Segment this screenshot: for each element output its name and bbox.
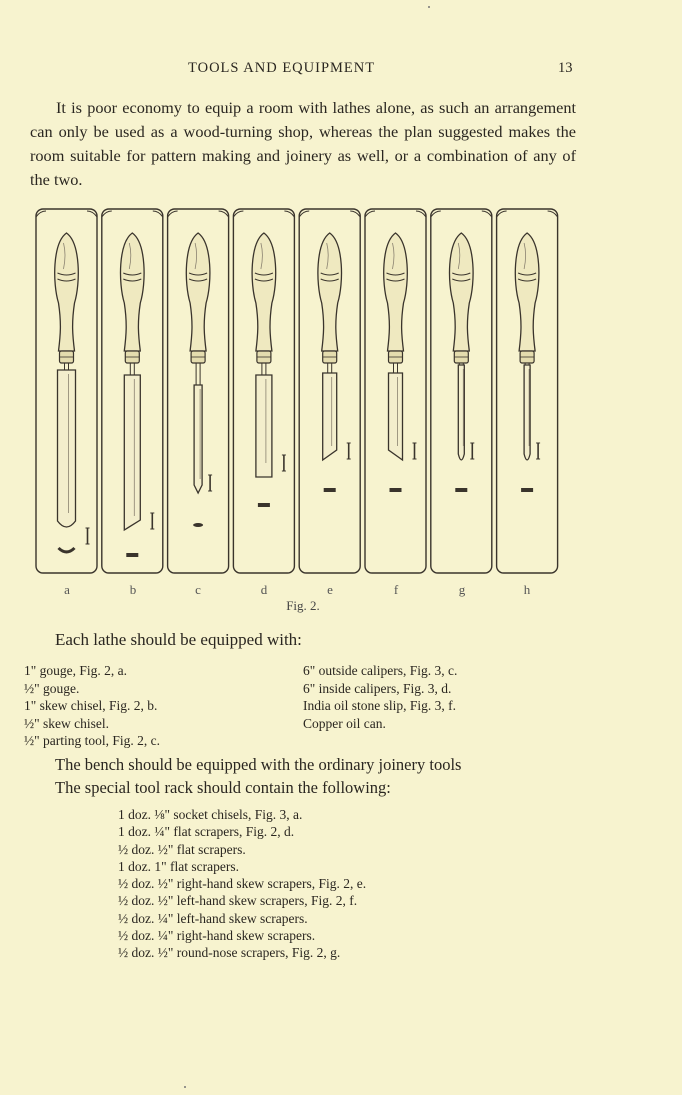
- tool-panel-b: [101, 208, 164, 574]
- figure-letter-g: g: [458, 582, 466, 597]
- page-number: 13: [558, 60, 573, 76]
- list-item: 1 doz. 1" flat scrapers.: [118, 858, 239, 874]
- list-item: ½ doz. ½" round-nose scrapers, Fig. 2, g…: [118, 945, 341, 961]
- list-item: ½" skew chisel.: [24, 715, 109, 731]
- bench-line-2: The special tool rack should contain the…: [55, 778, 391, 797]
- list-item: ½" parting tool, Fig. 2, c.: [24, 733, 161, 748]
- tool-panel-d: [232, 208, 296, 574]
- list-item: ½" gouge.: [24, 680, 80, 696]
- figure-letter-b: b: [129, 582, 137, 597]
- intro-paragraph: It is poor economy to equip a room with …: [30, 96, 576, 192]
- list-item: 6" outside calipers, Fig. 3, c.: [303, 663, 458, 678]
- list-item: India oil stone slip, Fig. 3, f.: [303, 698, 456, 713]
- figure-letter-h: h: [523, 582, 531, 597]
- page-header: TOOLS AND EQUIPMENT 13: [0, 60, 682, 80]
- tool-panel-f: [364, 208, 427, 574]
- figure-2-illustration: [33, 205, 573, 585]
- bench-paragraph: The bench should be equipped with the or…: [55, 753, 461, 799]
- tool-panel-e: [298, 208, 361, 574]
- lathe-equipment-heading: Each lathe should be equipped with:: [55, 630, 302, 649]
- lathe-list-left: 1" gouge, Fig. 2, a. ½" gouge. 1" skew c…: [24, 662, 160, 750]
- tool-panel-g: [430, 208, 493, 574]
- figure-letter-c: c: [195, 582, 201, 597]
- print-speck-top: [428, 6, 430, 8]
- figure-caption: Fig. 2.: [286, 598, 320, 613]
- list-item: 1 doz. ¼" flat scrapers, Fig. 2, d.: [118, 824, 295, 840]
- print-speck-bottom: [184, 1086, 186, 1088]
- list-item: 1" skew chisel, Fig. 2, b.: [24, 698, 158, 713]
- figure-letter-f: f: [393, 582, 399, 597]
- list-item: 1" gouge, Fig. 2, a.: [24, 663, 128, 678]
- tool-panel-c: [166, 208, 230, 574]
- intro-text: It is poor economy to equip a room with …: [30, 98, 576, 189]
- lathe-list-right: 6" outside calipers, Fig. 3, c. 6" insid…: [303, 662, 457, 732]
- running-title: TOOLS AND EQUIPMENT: [188, 60, 376, 76]
- tool-rack-drawing: [35, 208, 559, 574]
- figure-letter-a: a: [64, 582, 70, 597]
- list-item: 6" inside calipers, Fig. 3, d.: [303, 680, 452, 696]
- list-item: 1 doz. ⅛" socket chisels, Fig. 3, a.: [118, 807, 303, 822]
- figure-letters: a b c d e f g h: [33, 582, 573, 600]
- list-item: ½ doz. ½" right-hand skew scrapers, Fig.…: [118, 876, 367, 892]
- list-item: ½ doz. ¼" left-hand skew scrapers.: [118, 910, 308, 926]
- figure-letter-d: d: [260, 582, 268, 597]
- tool-panel-h: [495, 208, 559, 574]
- tool-rack-list: 1 doz. ⅛" socket chisels, Fig. 3, a. 1 d…: [118, 806, 366, 962]
- list-item: Copper oil can.: [303, 715, 386, 731]
- list-item: ½ doz. ¼" right-hand skew scrapers.: [118, 928, 316, 944]
- bench-line-1: The bench should be equipped with the or…: [55, 755, 462, 774]
- list-item: ½ doz. ½" flat scrapers.: [118, 841, 246, 857]
- list-item: ½ doz. ½" left-hand skew scrapers, Fig. …: [118, 893, 358, 909]
- tool-panel-a: [35, 208, 98, 574]
- figure-letter-e: e: [327, 582, 333, 597]
